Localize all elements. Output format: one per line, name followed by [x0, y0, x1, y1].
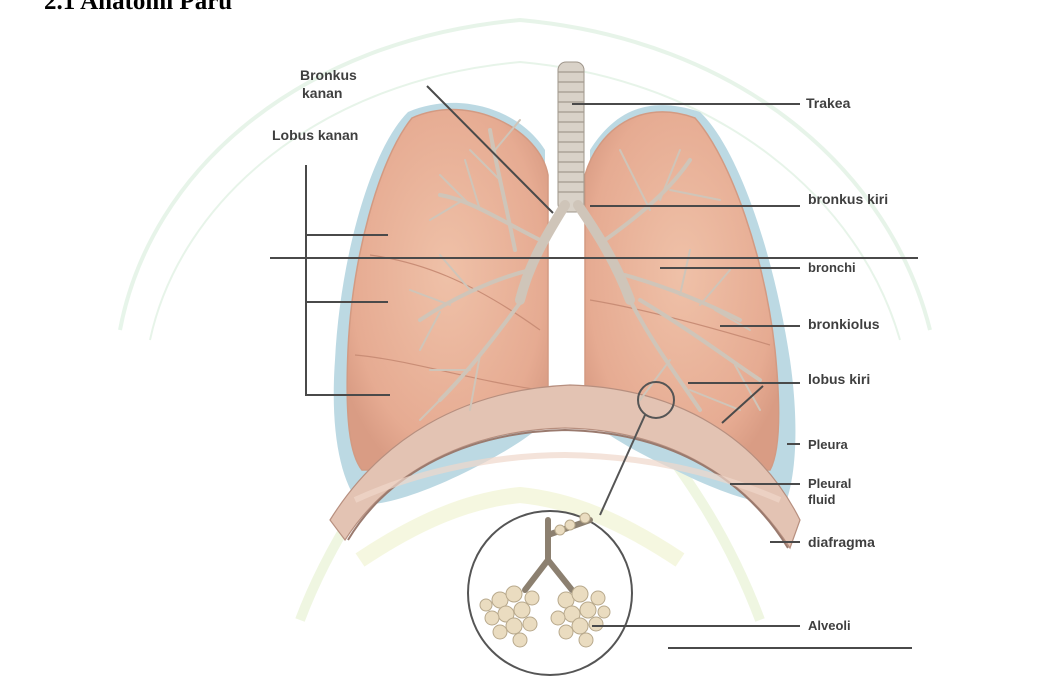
label-pleura: Pleura	[808, 437, 848, 452]
trachea	[558, 62, 584, 212]
label-bronkus-kanan-line2: kanan	[302, 86, 342, 101]
label-diafragma: diafragma	[808, 535, 875, 550]
label-lobus-kiri: lobus kiri	[808, 372, 870, 387]
label-pleural-fluid-line1: Pleural	[808, 476, 851, 491]
label-lobus-kanan: Lobus kanan	[272, 128, 358, 143]
label-bronkus-kiri: bronkus kiri	[808, 192, 888, 207]
label-trakea: Trakea	[806, 96, 850, 111]
label-bronkus-kanan-line1: Bronkus	[300, 68, 357, 83]
label-bronkiolus: bronkiolus	[808, 317, 880, 332]
label-alveoli: Alveoli	[808, 618, 851, 633]
label-bronchi: bronchi	[808, 260, 856, 275]
label-pleural-fluid-line2: fluid	[808, 492, 835, 507]
